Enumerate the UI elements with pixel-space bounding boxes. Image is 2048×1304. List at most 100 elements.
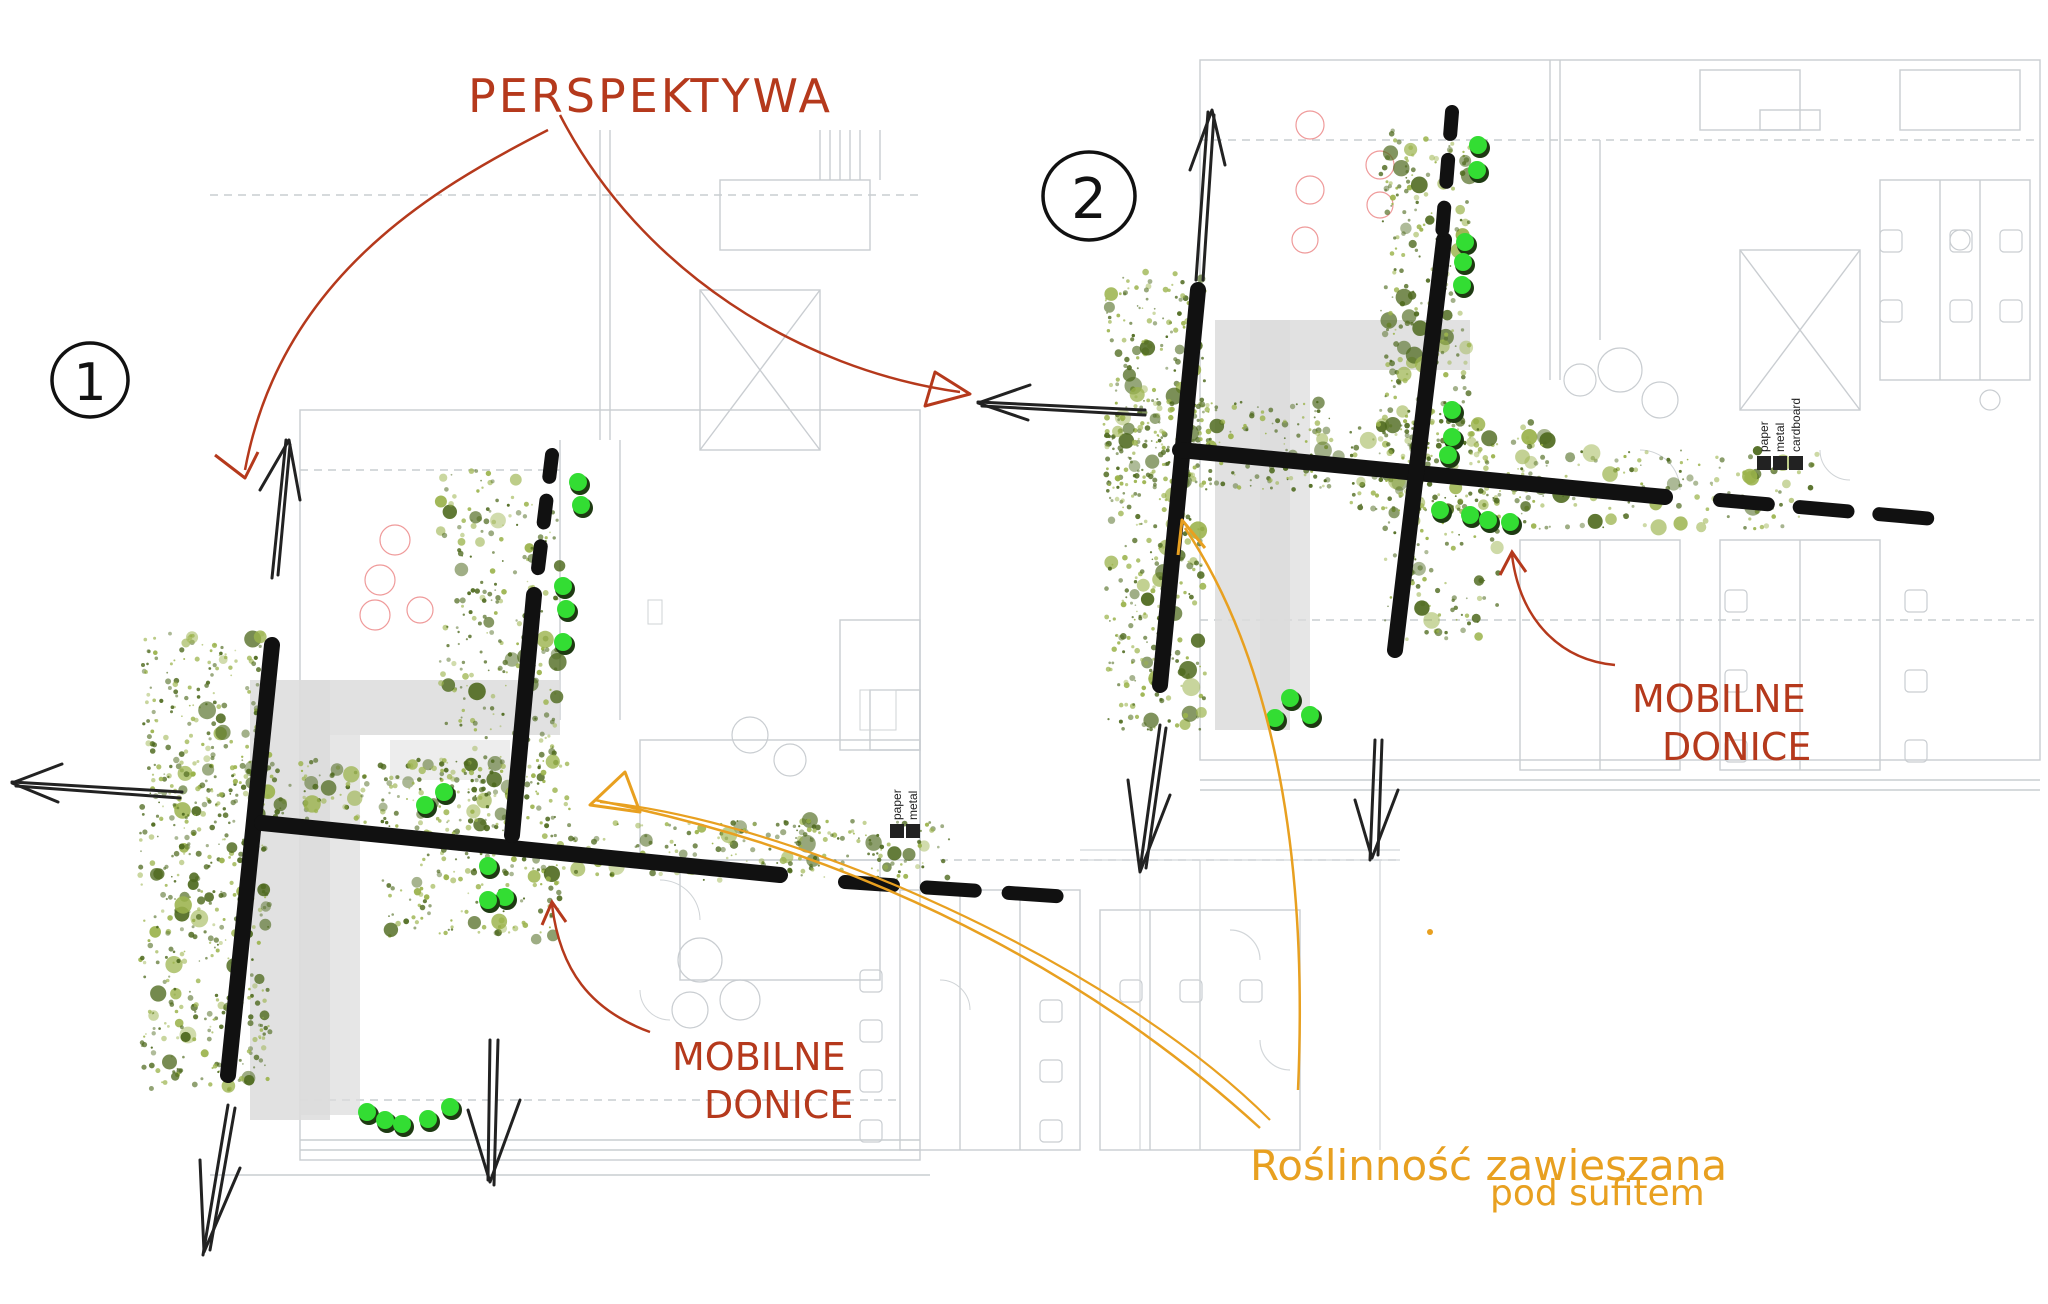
mobile-planter bbox=[1443, 401, 1461, 419]
foliage-dot bbox=[201, 801, 208, 808]
foliage-dot bbox=[1587, 513, 1603, 529]
foliage-dot bbox=[1291, 487, 1296, 492]
foliage-dot bbox=[1118, 578, 1123, 583]
foliage-dot bbox=[468, 468, 475, 474]
foliage-dot bbox=[736, 820, 739, 822]
foliage-dot bbox=[178, 751, 185, 757]
foliage-dot bbox=[532, 882, 537, 888]
foliage-dot bbox=[1459, 218, 1463, 222]
foliage-dot bbox=[150, 729, 155, 734]
foliage-dot bbox=[258, 644, 262, 649]
axis-line-2-east-dashed bbox=[1713, 493, 1952, 527]
foliage-dot bbox=[1410, 176, 1428, 194]
foliage-dot bbox=[876, 869, 880, 872]
foliage-dot bbox=[271, 777, 278, 783]
foliage-dot bbox=[1423, 192, 1429, 197]
foliage-dot bbox=[1407, 443, 1411, 447]
foliage-dot bbox=[867, 852, 870, 856]
foliage-dot bbox=[1454, 345, 1457, 347]
foliage-dot bbox=[916, 839, 922, 844]
foliage-dot bbox=[1497, 492, 1502, 497]
foliage-dot bbox=[806, 827, 812, 833]
foliage-dot bbox=[380, 819, 385, 824]
foliage-dot bbox=[1413, 231, 1419, 238]
foliage-dot bbox=[1249, 479, 1252, 482]
foliage-dot bbox=[1375, 507, 1378, 511]
foliage-dot bbox=[1457, 507, 1461, 511]
foliage-dot bbox=[153, 868, 165, 880]
foliage-dot bbox=[156, 764, 162, 770]
foliage-dot bbox=[1118, 432, 1120, 435]
foliage-dot bbox=[1185, 656, 1189, 660]
foliage-dot bbox=[1666, 477, 1681, 491]
foliage-dot bbox=[170, 705, 175, 709]
foliage-dot bbox=[1763, 523, 1770, 529]
foliage-dot bbox=[318, 774, 321, 777]
foliage-dot bbox=[1378, 477, 1384, 483]
foliage-dot bbox=[1718, 466, 1721, 469]
foliage-dot bbox=[443, 767, 449, 773]
mobile-planter bbox=[419, 1110, 437, 1128]
foliage-dot bbox=[468, 634, 472, 639]
foliage-dot bbox=[1398, 491, 1404, 498]
foliage-dot bbox=[259, 1023, 263, 1028]
foliage-dot bbox=[146, 662, 149, 666]
foliage-dot bbox=[530, 933, 542, 945]
foliage-dot bbox=[1126, 504, 1132, 510]
foliage-dot bbox=[458, 818, 462, 822]
foliage-dot bbox=[261, 1045, 267, 1051]
floor-plan-1-doors bbox=[639, 879, 971, 1021]
foliage-dot bbox=[505, 883, 510, 887]
foliage-dot bbox=[1147, 279, 1153, 284]
foliage-dot bbox=[309, 760, 314, 765]
foliage-dot bbox=[1162, 317, 1165, 320]
foliage-dot bbox=[464, 757, 478, 772]
foliage-dot bbox=[568, 807, 571, 811]
foliage-dot bbox=[1213, 480, 1220, 486]
foliage-dot bbox=[192, 918, 196, 923]
foliage-dot bbox=[188, 704, 191, 707]
axis-line-1-east-dashed bbox=[838, 875, 1092, 905]
foliage-dot bbox=[151, 773, 155, 776]
foliage-dot bbox=[1393, 341, 1399, 347]
foliage-dot bbox=[783, 820, 787, 823]
foliage-dot bbox=[1542, 495, 1545, 497]
foliage-dot bbox=[493, 611, 498, 615]
foliage-dot bbox=[1127, 456, 1130, 459]
foliage-dot bbox=[481, 786, 486, 792]
foliage-dot bbox=[1202, 671, 1207, 676]
arrow-icon bbox=[976, 383, 1147, 422]
foliage-dot bbox=[1210, 402, 1213, 405]
foliage-dot bbox=[364, 781, 370, 787]
foliage-dot bbox=[768, 847, 772, 851]
foliage-dot bbox=[482, 706, 486, 710]
foliage-dot bbox=[205, 703, 208, 706]
foliage-dot bbox=[399, 889, 403, 892]
foliage-dot bbox=[184, 739, 190, 745]
foliage-dot bbox=[1143, 287, 1149, 293]
foliage-dot bbox=[1397, 184, 1402, 189]
foliage-dot bbox=[242, 790, 249, 797]
perspective-annotation: PERSPEKTYWA bbox=[214, 69, 972, 480]
foliage-dot bbox=[1180, 684, 1183, 688]
foliage-dot bbox=[1467, 431, 1474, 437]
foliage-dot bbox=[233, 799, 238, 804]
foliage-dot bbox=[1705, 507, 1710, 512]
foliage-dot bbox=[262, 1032, 266, 1036]
foliage-dot bbox=[1449, 265, 1452, 267]
foliage-dot bbox=[1416, 592, 1422, 597]
foliage-dot bbox=[455, 626, 459, 629]
foliage-dot bbox=[1190, 476, 1197, 482]
foliage-dot bbox=[210, 752, 216, 758]
foliage-dot bbox=[846, 854, 850, 858]
foliage-dot bbox=[1386, 449, 1393, 456]
foliage-dot bbox=[1412, 320, 1428, 337]
foliage-dot bbox=[1384, 395, 1387, 398]
mobile-planters-arrow-2 bbox=[1510, 554, 1616, 667]
foliage-dot bbox=[1678, 469, 1682, 473]
foliage-dot bbox=[151, 778, 156, 783]
foliage-dot bbox=[411, 915, 416, 920]
foliage-dot bbox=[494, 824, 499, 830]
foliage-dot bbox=[1143, 660, 1149, 666]
foliage-dot bbox=[212, 692, 215, 695]
